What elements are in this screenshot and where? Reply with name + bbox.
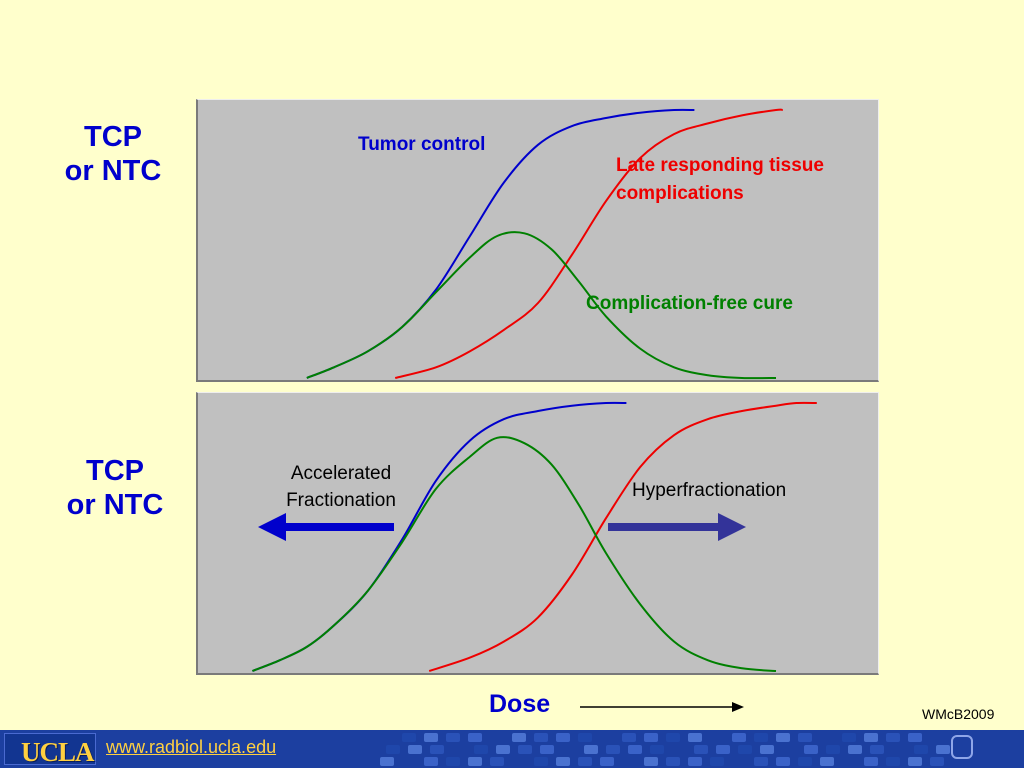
plot-panel-bottom <box>196 392 879 675</box>
y-axis-label-bottom: TCP or NTC <box>50 454 180 522</box>
footer-block <box>688 733 702 742</box>
chart-bottom: Accelerated Fractionation Hyperfractiona… <box>252 401 817 672</box>
series-line-late-responding-tissue-complications <box>428 401 817 672</box>
footer-block <box>842 733 856 742</box>
ucla-logo: UCLA <box>4 733 96 767</box>
annotation-accelerated: Accelerated <box>291 463 391 484</box>
footer-block <box>804 745 818 754</box>
annotation-late-tissue-line-1: Late responding tissue <box>616 155 824 176</box>
y-axis-label-top: TCP or NTC <box>48 120 178 188</box>
footer-block <box>936 745 950 754</box>
footer-block <box>496 745 510 754</box>
chart-top: Tumor control Late responding tissue com… <box>306 108 824 380</box>
footer-block <box>534 757 548 766</box>
footer-block <box>886 733 900 742</box>
footer-block <box>870 745 884 754</box>
footer-block <box>826 745 840 754</box>
footer-block <box>584 745 598 754</box>
footer-block <box>600 757 614 766</box>
footer-block <box>760 745 774 754</box>
series-line-late-responding-tissue-complications <box>394 108 783 379</box>
footer-block <box>776 733 790 742</box>
footer-block <box>776 757 790 766</box>
dose-arrow <box>580 702 744 712</box>
footer-block <box>908 733 922 742</box>
footer-block <box>628 745 642 754</box>
dose-label: Dose <box>489 690 551 718</box>
dose-arrow-head <box>732 702 744 712</box>
credit-text: WMcB2009 <box>922 706 995 722</box>
footer-block <box>446 733 460 742</box>
footer-block <box>864 757 878 766</box>
website-link[interactable]: www.radbiol.ucla.edu <box>106 737 277 757</box>
footer-block <box>688 757 702 766</box>
series-line-tumor-control <box>252 401 627 672</box>
footer-block <box>650 745 664 754</box>
footer-block <box>738 745 752 754</box>
annotation-tumor-control: Tumor control <box>358 134 485 155</box>
footer-decoration <box>380 733 950 766</box>
footer-block <box>474 745 488 754</box>
footer-block <box>732 733 746 742</box>
footer-block <box>694 745 708 754</box>
y-axis-label-line-1: TCP <box>84 121 142 153</box>
footer-block <box>556 757 570 766</box>
arrow-right <box>608 513 746 541</box>
footer-block <box>716 745 730 754</box>
series-line-complication-free-cure <box>252 436 777 672</box>
footer-block <box>408 745 422 754</box>
rounded-square-icon <box>951 735 973 759</box>
footer-block <box>754 733 768 742</box>
footer-block <box>908 757 922 766</box>
footer-block <box>518 745 532 754</box>
footer-block <box>914 745 928 754</box>
footer-block <box>380 757 394 766</box>
footer-block <box>666 733 680 742</box>
footer-block <box>386 745 400 754</box>
footer-bar: UCLA www.radbiol.ucla.edu <box>0 730 1024 768</box>
arrow-left <box>258 513 394 541</box>
footer-block <box>424 733 438 742</box>
annotation-complication-free-cure: Complication-free cure <box>586 293 793 314</box>
footer-block <box>606 745 620 754</box>
footer-block <box>666 757 680 766</box>
footer-block <box>820 757 834 766</box>
arrow-left-shaft <box>280 523 394 531</box>
footer-block <box>556 733 570 742</box>
footer-block <box>402 733 416 742</box>
footer-block <box>798 733 812 742</box>
footer-block <box>622 733 636 742</box>
footer-block <box>468 733 482 742</box>
y-axis-label-line-2: or NTC <box>66 489 164 521</box>
footer-block <box>578 757 592 766</box>
series-line-complication-free-cure <box>306 231 777 380</box>
ucla-logo-text: UCLA <box>21 737 95 767</box>
footer-block <box>540 745 554 754</box>
footer-block <box>534 733 548 742</box>
arrow-right-shaft <box>608 523 724 531</box>
footer-block <box>424 757 438 766</box>
footer-block <box>644 733 658 742</box>
footer-block <box>430 745 444 754</box>
annotation-late-tissue-line-2: complications <box>616 183 744 204</box>
footer-block <box>864 733 878 742</box>
annotation-fractionation: Fractionation <box>286 490 396 511</box>
y-axis-label-line-2: or NTC <box>64 155 162 187</box>
arrow-left-head <box>258 513 286 541</box>
footer-block <box>644 757 658 766</box>
footer-block <box>710 757 724 766</box>
footer-block <box>512 733 526 742</box>
footer-block <box>848 745 862 754</box>
footer-block <box>886 757 900 766</box>
footer-block <box>468 757 482 766</box>
footer-block <box>490 757 504 766</box>
footer-block <box>930 757 944 766</box>
footer-block <box>446 757 460 766</box>
footer-block <box>754 757 768 766</box>
y-axis-label-line-1: TCP <box>86 455 144 487</box>
footer-block <box>798 757 812 766</box>
annotation-hyperfractionation: Hyperfractionation <box>632 480 786 501</box>
footer-block <box>578 733 592 742</box>
arrow-right-head <box>718 513 746 541</box>
